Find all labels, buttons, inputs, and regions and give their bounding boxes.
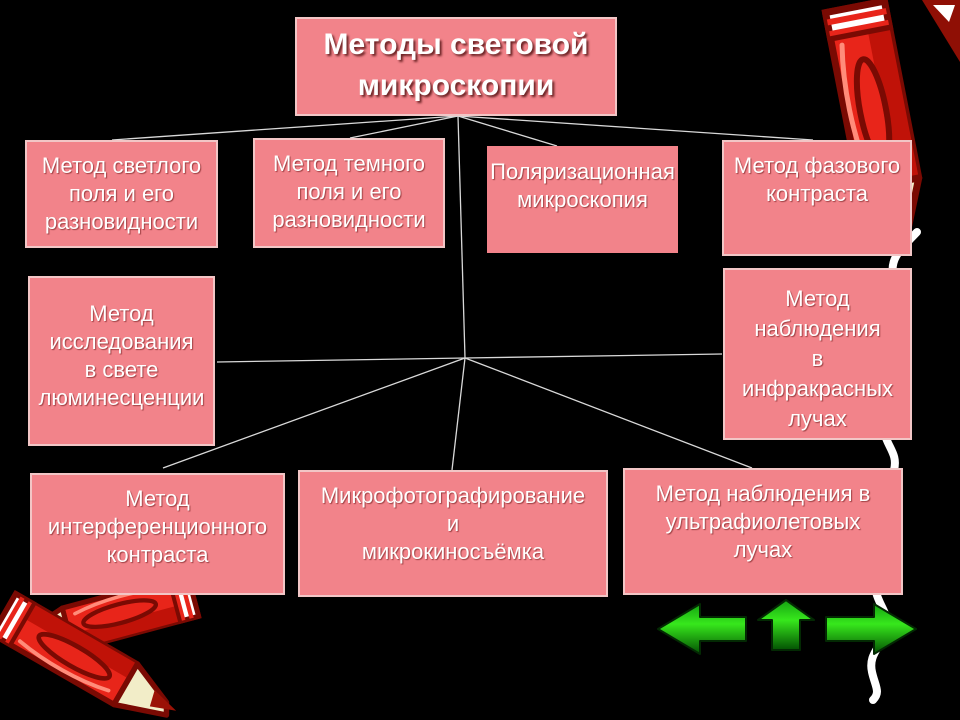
node-interference: Метод интерференционного контраста (30, 473, 285, 595)
red-crayon-icon (826, 0, 960, 261)
node-phase-contrast: Метод фазового контраста (722, 140, 912, 256)
forward-arrow-button[interactable] (824, 601, 918, 657)
arrow-left-icon[interactable] (657, 603, 747, 655)
node-infrared: Метод наблюдения в инфракрасных лучах (723, 268, 912, 440)
node-polarization: Поляризационная микроскопия (487, 146, 678, 253)
node-ultraviolet: Метод наблюдения в ультрафиолетовых луча… (623, 468, 903, 595)
up-arrow-button[interactable] (756, 598, 816, 652)
node-dark-field: Метод темного поля и его разновидности (253, 138, 445, 248)
node-luminescence: Метод исследования в свете люминесценции (28, 276, 215, 446)
arrow-up-icon[interactable] (757, 599, 815, 651)
diagram-title: Методы световой микроскопии (295, 17, 617, 116)
node-bright-field: Метод светлого поля и его разновидности (25, 140, 218, 248)
node-microphotography: Микрофотографирование и микрокиносъёмка (298, 470, 608, 597)
back-arrow-button[interactable] (656, 601, 748, 657)
arrow-right-icon[interactable] (825, 603, 917, 655)
